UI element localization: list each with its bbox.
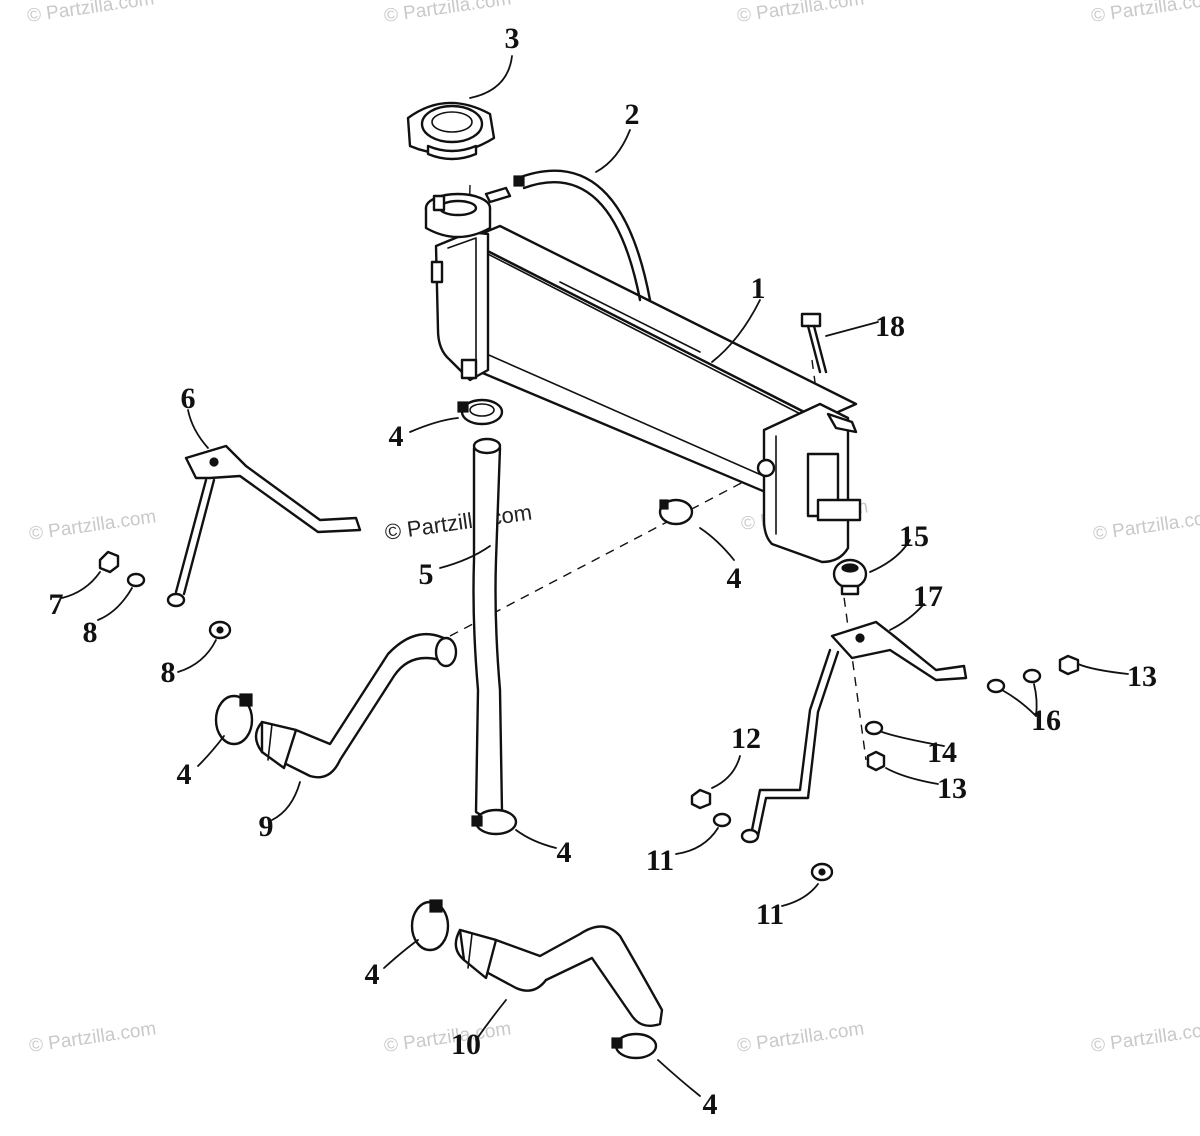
callout-4: 4 bbox=[703, 1088, 718, 1121]
callout-13: 13 bbox=[937, 772, 967, 805]
leader-lines bbox=[61, 55, 1129, 1097]
left-bracket bbox=[166, 444, 362, 608]
callout-11: 11 bbox=[646, 844, 674, 877]
grommet bbox=[832, 558, 868, 596]
hose-straight bbox=[472, 437, 504, 819]
overflow-tube bbox=[513, 169, 652, 302]
callout-4: 4 bbox=[389, 420, 404, 453]
callout-4: 4 bbox=[557, 836, 572, 869]
hose-upper-bent bbox=[254, 632, 458, 779]
callout-6: 6 bbox=[181, 382, 196, 415]
watermark: © Partzilla.com bbox=[1090, 1018, 1200, 1057]
callout-8: 8 bbox=[161, 656, 176, 689]
watermark: © Partzilla.com bbox=[28, 1018, 158, 1057]
callout-1: 1 bbox=[751, 272, 766, 305]
callout-17: 17 bbox=[913, 580, 943, 613]
callout-3: 3 bbox=[505, 22, 520, 55]
callout-12: 12 bbox=[731, 722, 761, 755]
callout-13: 13 bbox=[1127, 660, 1157, 693]
hose-lower-bent bbox=[454, 925, 664, 1027]
bolt bbox=[800, 312, 828, 374]
callout-10: 10 bbox=[451, 1028, 481, 1061]
center-watermark: © Partzilla.com bbox=[383, 500, 533, 545]
callout-16: 16 bbox=[1031, 704, 1061, 737]
left-hardware bbox=[98, 550, 232, 640]
watermark: © Partzilla.com bbox=[1092, 506, 1200, 545]
watermark: © Partzilla.com bbox=[28, 506, 158, 545]
watermark: © Partzilla.com bbox=[736, 1018, 866, 1057]
watermark: © Partzilla.com bbox=[383, 0, 513, 27]
callouts: 1 2 3 4 4 4 4 4 4 5 6 7 8 8 9 10 11 11 1… bbox=[49, 22, 1158, 1121]
callout-7: 7 bbox=[49, 588, 64, 621]
callout-4: 4 bbox=[727, 562, 742, 595]
callout-2: 2 bbox=[625, 98, 640, 131]
callout-4: 4 bbox=[365, 958, 380, 991]
callout-8: 8 bbox=[83, 616, 98, 649]
watermark: © Partzilla.com bbox=[1090, 0, 1200, 27]
radiator-cap bbox=[406, 101, 496, 161]
callout-14: 14 bbox=[927, 736, 957, 769]
hose-clamps bbox=[214, 398, 694, 1060]
callout-18: 18 bbox=[875, 310, 905, 343]
callout-4: 4 bbox=[177, 758, 192, 791]
radiator bbox=[424, 186, 862, 564]
watermark: © Partzilla.com bbox=[383, 1018, 513, 1057]
watermark: © Partzilla.com bbox=[736, 0, 866, 27]
right-hardware bbox=[690, 654, 1080, 882]
callout-11: 11 bbox=[756, 898, 784, 931]
callout-9: 9 bbox=[259, 810, 274, 843]
callout-5: 5 bbox=[419, 558, 434, 591]
callout-15: 15 bbox=[899, 520, 929, 553]
right-bracket bbox=[740, 620, 968, 844]
watermark: © Partzilla.com bbox=[26, 0, 156, 27]
